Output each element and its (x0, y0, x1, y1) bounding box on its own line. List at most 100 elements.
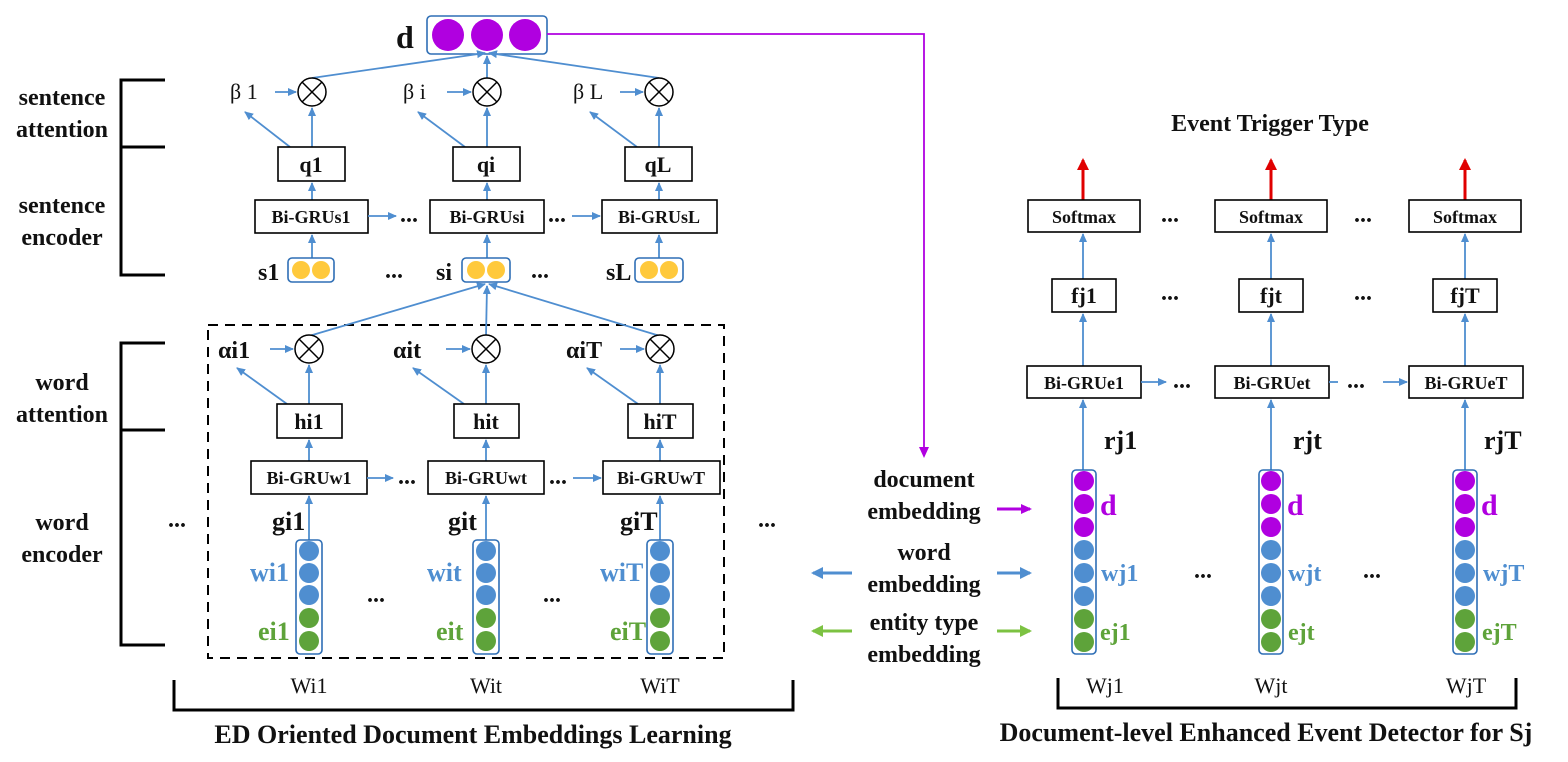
r-label-T: rjT (1484, 426, 1522, 455)
softmax-label-T: Softmax (1433, 207, 1497, 227)
ej-label-1: ej1 (1100, 620, 1131, 646)
detector-column-T: Softmax fjT Bi-GRUeT rjT d wjT ejT WjT (1408, 158, 1524, 698)
wj-label-t: wjt (1288, 561, 1321, 587)
d-label-1: d (1100, 489, 1117, 522)
W-label-t: Wit (470, 673, 502, 698)
ej-label-T: ejT (1482, 620, 1517, 646)
alpha-label-T: αiT (566, 338, 602, 364)
word-gru-label-t: Bi-GRUwt (445, 468, 527, 488)
ellipsis-right-f-2: ... (1354, 280, 1372, 306)
ellipsis-s-2: ... (531, 258, 549, 284)
f-label-t: fjt (1260, 283, 1283, 308)
ellipsis-right-vec-1: ... (1194, 558, 1212, 584)
word-embedding-label-2: embedding (867, 572, 980, 598)
detector-column-t: Softmax fjt Bi-GRUet rjt d wjt ejt Wjt (1214, 158, 1330, 698)
alpha-label-t: αit (393, 338, 421, 364)
g-label-t: git (448, 507, 477, 536)
left-caption: ED Oriented Document Embeddings Learning (214, 720, 731, 749)
doc-embedding-link-arrow (547, 33, 929, 458)
word-attention-label-2: attention (16, 402, 108, 428)
word-encoder-label-2: encoder (21, 542, 103, 568)
s-label-i: si (436, 260, 452, 286)
document-embedding-label-2: embedding (867, 499, 980, 525)
e-label-t: eit (436, 617, 464, 646)
w-label-1: wi1 (250, 558, 289, 587)
q-label-i: qi (477, 152, 495, 177)
w-label-T: wiT (600, 558, 643, 587)
word-gru-label-1: Bi-GRUw1 (267, 468, 352, 488)
ellipsis-right-softmax-2: ... (1354, 202, 1372, 228)
word-gru-label-T: Bi-GRUwT (617, 468, 705, 488)
event-trigger-type-title: Event Trigger Type (1171, 111, 1369, 137)
sentence-encoder-label-2: encoder (21, 225, 103, 251)
document-embedding-vector: d (396, 15, 548, 55)
word-embedding-label-1: word (897, 540, 951, 566)
word-column-T: αiT hiT Bi-GRUwT giT wiT eiT WiT (488, 282, 721, 698)
f-label-T: fjT (1450, 283, 1480, 308)
gru-label-T: Bi-GRUeT (1425, 373, 1508, 393)
ellipsis-word-gru-1: ... (398, 464, 416, 490)
detector-column-1: Softmax fj1 Bi-GRUe1 rj1 d wj1 ej1 Wj1 (1026, 158, 1142, 698)
embedding-legend: document embedding word embedding entity… (811, 467, 1032, 668)
s-label-1: s1 (258, 260, 279, 286)
sentence-column-1: β 1 q1 Bi-GRUs1 s1 (230, 50, 486, 286)
entity-embedding-label-1: entity type (870, 610, 979, 636)
word-gru-connections: ... ... ... ... ... ... (168, 464, 776, 608)
h-label-1: hi1 (294, 409, 323, 434)
r-label-t: rjt (1293, 426, 1322, 455)
softmax-label-t: Softmax (1239, 207, 1303, 227)
ellipsis-word-vec-2: ... (543, 582, 561, 608)
ellipsis-right-gru-2: ... (1347, 368, 1365, 394)
gru-label-1: Bi-GRUe1 (1044, 373, 1124, 393)
beta-label-i: β i (403, 79, 426, 104)
sentence-encoder-label-1: sentence (19, 193, 106, 219)
entity-embedding-label-2: embedding (867, 642, 980, 668)
h-label-T: hiT (643, 409, 676, 434)
Wj-label-t: Wjt (1255, 673, 1288, 698)
ellipsis-word-vec-1: ... (367, 582, 385, 608)
sentence-column-L: β L qL Bi-GRUsL sL (488, 50, 718, 286)
beta-label-1: β 1 (230, 79, 258, 104)
sentence-column-i: β i qi Bi-GRUsi si (403, 55, 545, 286)
ellipsis-right-softmax-1: ... (1161, 202, 1179, 228)
word-attention-label-1: word (35, 370, 89, 396)
sentence-gru-label-L: Bi-GRUsL (618, 207, 700, 227)
W-label-T: WiT (640, 673, 680, 698)
ellipsis-sent-gru-1: ... (400, 202, 418, 228)
f-label-1: fj1 (1071, 283, 1097, 308)
Wj-label-T: WjT (1446, 673, 1487, 698)
h-label-t: hit (473, 409, 499, 434)
word-level-dashed-box (207, 324, 725, 659)
ellipsis-s-1: ... (385, 258, 403, 284)
d-label-t: d (1287, 489, 1304, 522)
g-label-1: gi1 (272, 507, 305, 536)
beta-label-L: β L (573, 79, 603, 104)
e-label-1: ei1 (258, 617, 290, 646)
document-embedding-label-1: document (873, 467, 974, 493)
sentence-gru-label-i: Bi-GRUsi (449, 207, 524, 227)
s-label-L: sL (606, 260, 631, 286)
r-label-1: rj1 (1104, 426, 1137, 455)
g-label-T: giT (620, 507, 658, 536)
softmax-label-1: Softmax (1052, 207, 1116, 227)
ellipsis-word-gru-2: ... (549, 464, 567, 490)
word-encoder-label-1: word (35, 510, 89, 536)
sentence-attention-label-2: attention (16, 117, 108, 143)
q-label-L: qL (645, 152, 672, 177)
alpha-label-1: αi1 (218, 338, 250, 364)
left-section-labels: sentence attention sentence encoder word… (16, 85, 108, 568)
wj-label-T: wjT (1483, 561, 1524, 587)
ellipsis-right-gru-1: ... (1173, 368, 1191, 394)
right-bottom-bracket (1056, 678, 1518, 710)
left-bottom-bracket (172, 680, 795, 712)
word-column-1: αi1 hi1 Bi-GRUw1 gi1 wi1 ei1 Wi1 (218, 282, 486, 698)
ellipsis-word-right: ... (758, 507, 776, 533)
W-label-1: Wi1 (291, 673, 328, 698)
Wj-label-1: Wj1 (1086, 673, 1124, 698)
wj-label-1: wj1 (1101, 561, 1138, 587)
sentence-gru-connections: ... ... ... ... (368, 202, 601, 284)
sentence-attention-label-1: sentence (19, 85, 106, 111)
d-label-T: d (1481, 489, 1498, 522)
sentence-gru-label-1: Bi-GRUs1 (271, 207, 350, 227)
